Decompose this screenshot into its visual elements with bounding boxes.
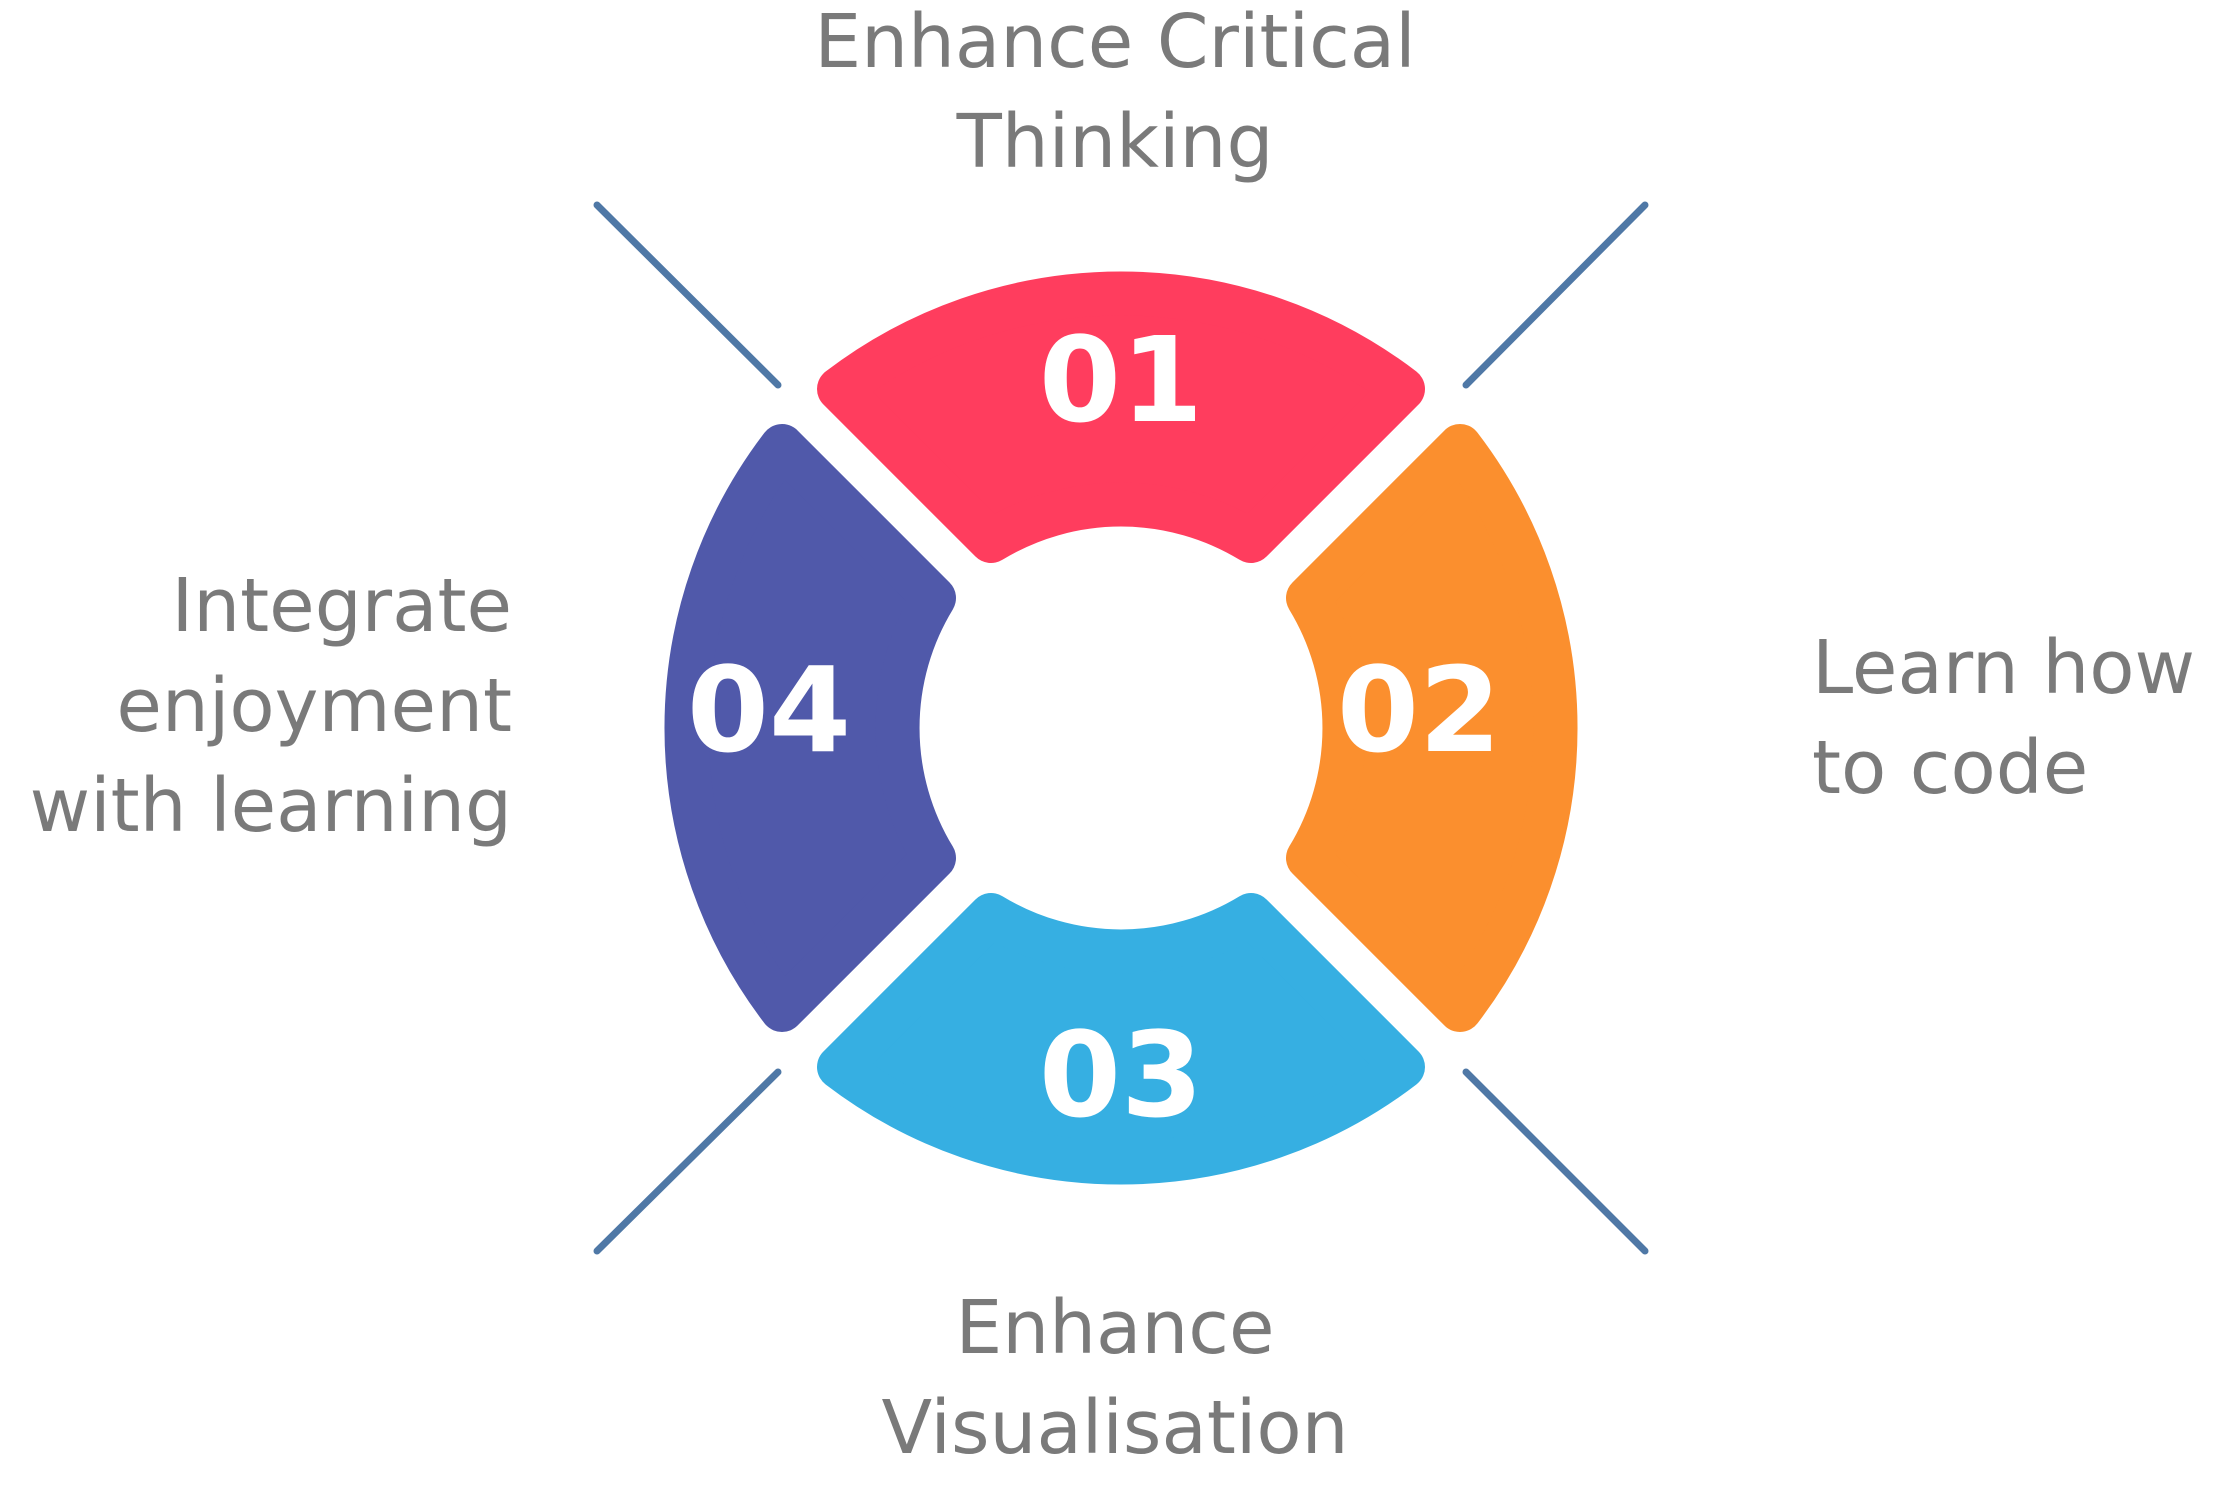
label-line: Enhance [955,1285,1275,1371]
label-enhance-critical-thinking: Enhance Critical Thinking [700,0,1530,192]
label-enhance-visualisation: Enhance Visualisation [700,1278,1530,1478]
connector-line-top-left [593,201,782,389]
segment-02-shape [1286,424,1578,1032]
label-line: Thinking [956,99,1274,185]
label-line: Visualisation [881,1385,1349,1471]
segment-03-shape [817,893,1425,1185]
segment-04: 04 [664,424,956,1032]
label-line: Learn how [1812,625,2196,711]
label-line: enjoyment [116,663,512,749]
segment-04-number: 04 [687,641,851,779]
connector-line-bottom-left [593,1068,782,1255]
label-integrate-enjoyment-with-learning: Integrate enjoyment with learning [0,556,512,856]
label-line: with learning [29,763,512,849]
connector-line-bottom-right [1462,1068,1649,1255]
segment-04-shape [664,424,956,1032]
segment-03: 03 [817,893,1425,1185]
segment-01-number: 01 [1039,311,1203,449]
connector-line-top-right [1462,201,1649,389]
label-line: to code [1812,725,2089,811]
segment-01-shape [817,271,1425,563]
segment-02-number: 02 [1337,641,1501,779]
label-line: Integrate [171,563,512,649]
segment-03-number: 03 [1039,1006,1203,1144]
label-learn-how-to-code: Learn how to code [1812,618,2231,818]
segment-01: 01 [817,271,1425,563]
segment-02: 02 [1286,424,1578,1032]
label-line: Enhance Critical [814,0,1416,85]
